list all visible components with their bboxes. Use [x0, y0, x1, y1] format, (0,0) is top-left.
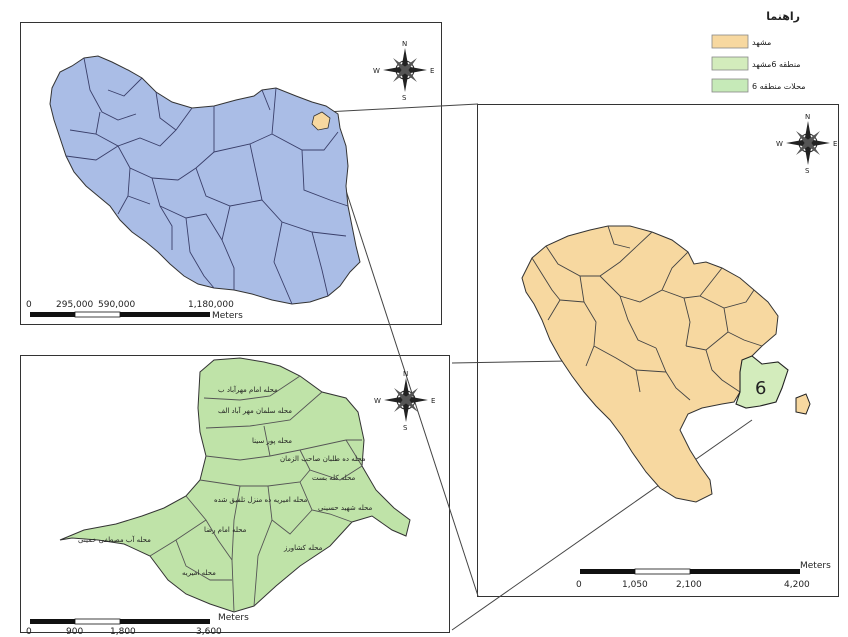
neighborhood-label-4: محله کله بست: [312, 474, 356, 482]
district-scale-tick-1: 900: [66, 627, 83, 637]
neighborhood-label-0: محله امام مهرآباد ب: [218, 385, 278, 394]
iran-scale-tick-2: 590,000: [98, 300, 135, 310]
north-arrow-iran: N S W E: [373, 40, 434, 102]
neighborhood-label-10: محله امیریه: [182, 569, 216, 577]
iran-shape: [49, 55, 361, 305]
north-arrow-e: E: [430, 67, 434, 75]
district-6-map: محله امام مهرآباد ب محله سلمان مهر آباد …: [59, 357, 411, 613]
district-6-label: 6: [755, 378, 766, 399]
iran-country-outline: [49, 55, 361, 305]
neighborhood-label-1: محله سلمان مهر آباد الف: [218, 406, 292, 415]
north-arrow-w: W: [374, 397, 381, 405]
legend-swatch-district-6: [711, 56, 749, 71]
neighborhood-label-3: محله ده طلبان صاحب الزمان: [280, 455, 366, 463]
district-scale-tick-2: 1,800: [110, 627, 136, 637]
neighborhood-label-6: محله شهید حسینی: [318, 504, 373, 512]
iran-province-borders: [65, 57, 349, 305]
iran-scale-bar: 0 295,000 590,000 1,180,000 Meters: [26, 300, 243, 321]
mashhad-city: 6: [521, 225, 811, 503]
district-scale-tick-0: 0: [26, 627, 32, 637]
legend: راهنما مشهد منطقه 6مشهد محلات منطقه 6: [711, 10, 806, 93]
north-arrow-w: W: [776, 140, 783, 148]
district-6-neighborhood-labels: محله امام مهرآباد ب محله سلمان مهر آباد …: [78, 385, 373, 577]
legend-label-district-6: منطقه 6مشهد: [752, 60, 801, 69]
neighborhood-label-7: محله امام رضا: [204, 526, 247, 534]
mashhad-scale-tick-0: 0: [576, 580, 582, 590]
neighborhood-label-9: محله کشاورز: [283, 544, 323, 552]
mashhad-scale-unit: Meters: [800, 561, 831, 571]
mashhad-scale-tick-3: 4,200: [784, 580, 810, 590]
district-scale-bar: 0 900 1,800 3,600 Meters: [26, 613, 249, 637]
legend-label-neighborhoods: محلات منطقه 6: [752, 82, 806, 91]
north-arrow-district: N S W E: [374, 370, 435, 432]
north-arrow-n: N: [805, 113, 810, 121]
legend-title: راهنما: [766, 10, 800, 23]
north-arrow-n: N: [403, 370, 408, 378]
mashhad-neighborhood-borders: [531, 225, 763, 401]
iran-scale-tick-1: 295,000: [56, 300, 93, 310]
north-arrow-n: N: [402, 40, 407, 48]
mashhad-scale-bar: 0 1,050 2,100 4,200 Meters: [576, 561, 831, 590]
mashhad-city-outline: [521, 225, 779, 503]
north-arrow-s: S: [403, 424, 408, 432]
north-arrow-e: E: [431, 397, 435, 405]
mashhad-scale-tick-1: 1,050: [622, 580, 648, 590]
neighborhood-label-2: محله پور سینا: [252, 437, 292, 445]
district-scale-unit: Meters: [218, 613, 249, 623]
legend-swatch-mashhad: [711, 34, 749, 49]
neighborhood-label-5: محله امیریه ده منزل تلفیق شده: [214, 496, 308, 504]
mashhad-scale-tick-2: 2,100: [676, 580, 702, 590]
legend-swatch-neighborhoods: [711, 78, 749, 93]
north-arrow-mashhad: N S W E: [776, 113, 837, 175]
district-6-highlight: [735, 355, 789, 409]
north-arrow-s: S: [402, 94, 407, 102]
district-6-island: [795, 393, 811, 415]
north-arrow-s: S: [805, 167, 810, 175]
iran-scale-unit: Meters: [212, 311, 243, 321]
north-arrow-w: W: [373, 67, 380, 75]
legend-label-mashhad: مشهد: [752, 38, 771, 47]
neighborhood-label-8: محله آب مصطفی خمینی: [78, 535, 151, 544]
iran-scale-tick-3: 1,180,000: [188, 300, 234, 310]
district-scale-tick-3: 3,600: [196, 627, 222, 637]
district-6-neighborhood-borders: [149, 375, 363, 613]
iran-scale-tick-0: 0: [26, 300, 32, 310]
mashhad-highlight: [311, 111, 331, 131]
north-arrow-e: E: [833, 140, 837, 148]
